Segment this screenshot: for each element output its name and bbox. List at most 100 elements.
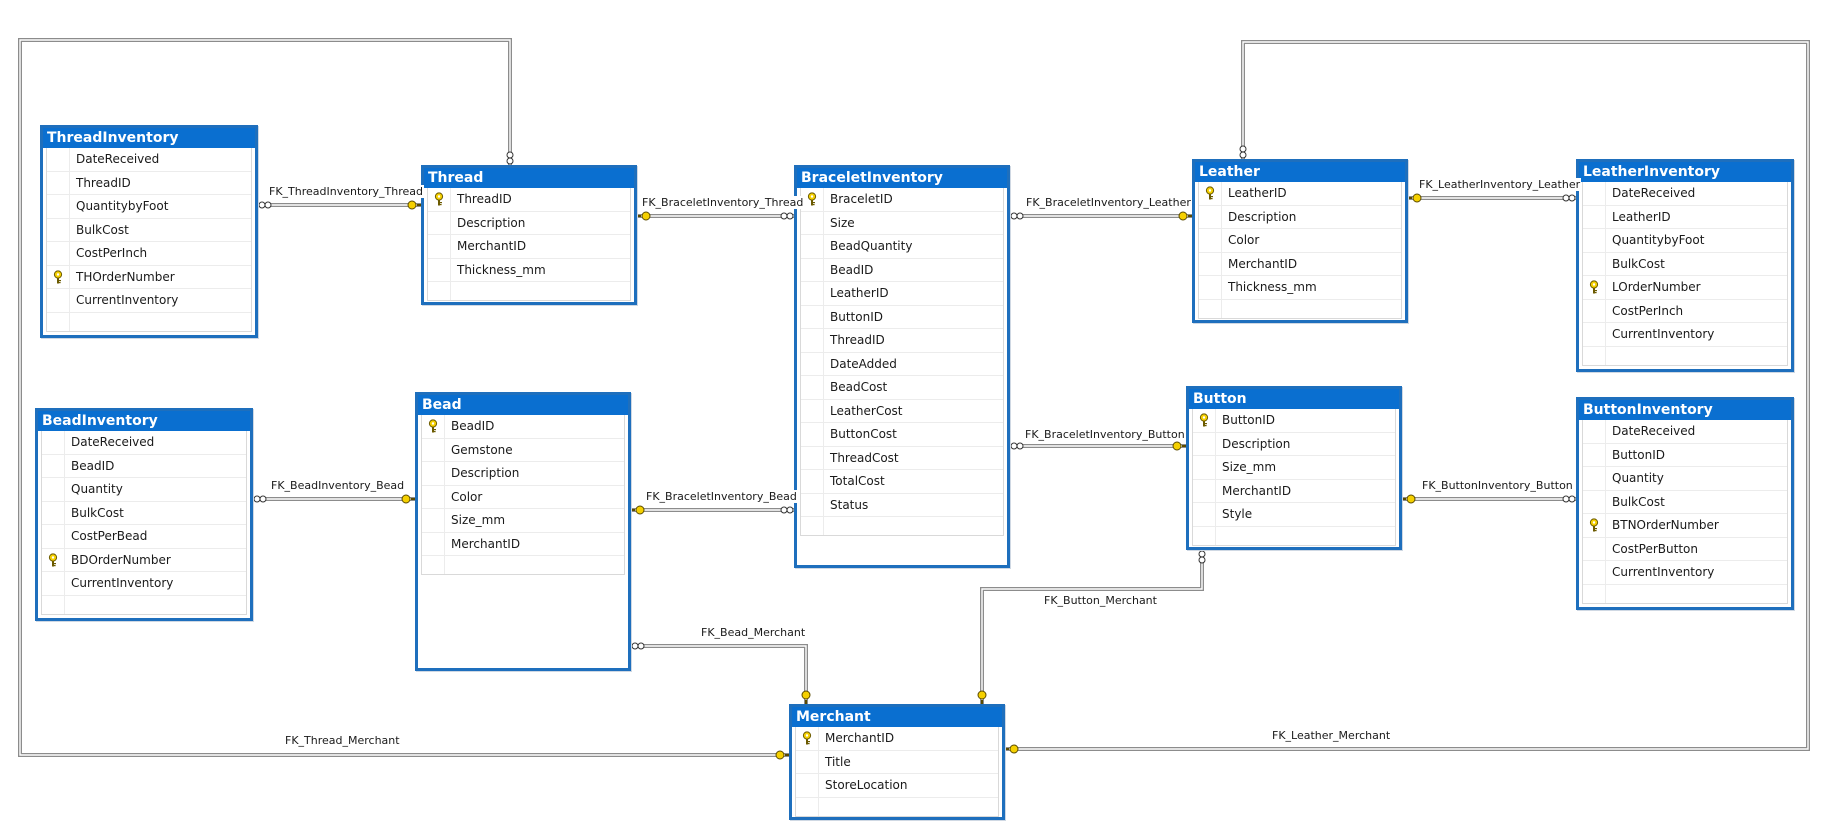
column-row[interactable]: ButtonID (801, 305, 1003, 329)
empty-column-row[interactable] (42, 595, 246, 614)
column-row[interactable]: BDOrderNumber (42, 548, 246, 572)
column-row[interactable]: QuantitybyFoot (1583, 229, 1787, 253)
relationship-fk-leather-merchant[interactable] (1005, 40, 1810, 754)
column-row[interactable]: Style (1193, 503, 1395, 527)
relationship-label[interactable]: FK_Thread_Merchant (284, 734, 401, 747)
column-row[interactable]: BeadCost (801, 376, 1003, 400)
column-row[interactable]: MerchantID (796, 727, 998, 751)
column-row[interactable]: BeadID (801, 258, 1003, 282)
column-row[interactable]: ButtonID (1193, 409, 1395, 433)
column-row[interactable]: CostPerInch (47, 242, 251, 266)
column-row[interactable]: LeatherID (1583, 205, 1787, 229)
column-row[interactable]: CostPerInch (1583, 299, 1787, 323)
column-row[interactable]: LeatherID (801, 282, 1003, 306)
relationship-label[interactable]: FK_ThreadInventory_Thread (268, 185, 425, 198)
relationship-fk-braceletinventory-button[interactable] (1010, 441, 1186, 451)
empty-column-row[interactable] (1199, 299, 1401, 318)
relationship-label[interactable]: FK_Button_Merchant (1043, 594, 1158, 607)
column-row[interactable]: Thickness_mm (428, 258, 630, 282)
column-row[interactable]: DateReceived (1583, 182, 1787, 206)
column-row[interactable]: BeadID (42, 454, 246, 478)
relationship-fk-beadinventory-bead[interactable] (253, 494, 415, 504)
column-row[interactable]: LOrderNumber (1583, 276, 1787, 300)
relationship-label[interactable]: FK_BeadInventory_Bead (270, 479, 406, 492)
table-title[interactable]: Merchant (792, 707, 1002, 727)
table-title[interactable]: ButtonInventory (1579, 400, 1791, 420)
relationship-label[interactable]: FK_BraceletInventory_Bead (645, 490, 798, 503)
column-row[interactable]: Size_mm (1193, 456, 1395, 480)
column-row[interactable]: CurrentInventory (1583, 561, 1787, 585)
table-title[interactable]: Thread (424, 168, 634, 188)
column-row[interactable]: LeatherID (1199, 182, 1401, 206)
column-row[interactable]: Color (1199, 229, 1401, 253)
table-title[interactable]: BeadInventory (38, 411, 250, 431)
column-row[interactable]: BulkCost (1583, 252, 1787, 276)
relationship-fk-thread-merchant[interactable] (18, 38, 789, 760)
column-row[interactable]: Size_mm (422, 509, 624, 533)
column-row[interactable]: CurrentInventory (42, 572, 246, 596)
empty-column-row[interactable] (1583, 584, 1787, 603)
empty-column-row[interactable] (1193, 526, 1395, 545)
column-row[interactable]: DateReceived (1583, 420, 1787, 444)
column-row[interactable]: StoreLocation (796, 774, 998, 798)
column-row[interactable]: Description (1199, 205, 1401, 229)
column-row[interactable]: TotalCost (801, 470, 1003, 494)
column-row[interactable]: Quantity (42, 478, 246, 502)
column-row[interactable]: Description (428, 211, 630, 235)
table-title[interactable]: BraceletInventory (797, 168, 1007, 188)
column-row[interactable]: BraceletID (801, 188, 1003, 212)
empty-column-row[interactable] (47, 312, 251, 331)
relationship-fk-threadinventory-thread[interactable] (258, 200, 421, 210)
column-row[interactable]: MerchantID (1193, 479, 1395, 503)
column-row[interactable]: Title (796, 750, 998, 774)
relationship-fk-leatherinventory-leather[interactable] (1408, 193, 1576, 203)
column-row[interactable]: Description (422, 462, 624, 486)
column-row[interactable]: Quantity (1583, 467, 1787, 491)
table-title[interactable]: Button (1189, 389, 1399, 409)
relationship-fk-bead-merchant[interactable] (631, 642, 811, 704)
relationship-label[interactable]: FK_BraceletInventory_Button (1024, 428, 1186, 441)
column-row[interactable]: CurrentInventory (1583, 323, 1787, 347)
relationship-fk-button-merchant[interactable] (977, 550, 1206, 704)
column-row[interactable]: Size (801, 211, 1003, 235)
column-row[interactable]: CurrentInventory (47, 289, 251, 313)
column-row[interactable]: DateAdded (801, 352, 1003, 376)
table-title[interactable]: LeatherInventory (1579, 162, 1791, 182)
column-row[interactable]: ThreadID (801, 329, 1003, 353)
column-row[interactable]: LeatherCost (801, 399, 1003, 423)
relationship-label[interactable]: FK_BraceletInventory_Thread (641, 196, 805, 209)
relationship-fk-buttoninventory-button[interactable] (1402, 494, 1576, 504)
relationship-label[interactable]: FK_ButtonInventory_Button (1421, 479, 1574, 492)
table-title[interactable]: Bead (418, 395, 628, 415)
table-title[interactable]: ThreadInventory (43, 128, 255, 148)
column-row[interactable]: BTNOrderNumber (1583, 514, 1787, 538)
column-row[interactable]: Description (1193, 432, 1395, 456)
relationship-fk-braceletinventory-thread[interactable] (637, 211, 794, 221)
column-row[interactable]: BulkCost (42, 501, 246, 525)
column-row[interactable]: MerchantID (1199, 252, 1401, 276)
table-title[interactable]: Leather (1195, 162, 1405, 182)
relationship-fk-braceletinventory-leather[interactable] (1010, 211, 1192, 221)
column-row[interactable]: ThreadID (47, 171, 251, 195)
column-row[interactable]: QuantitybyFoot (47, 195, 251, 219)
column-row[interactable]: BulkCost (1583, 490, 1787, 514)
column-row[interactable]: CostPerBead (42, 525, 246, 549)
empty-column-row[interactable] (422, 556, 624, 574)
empty-column-row[interactable] (428, 282, 630, 300)
empty-column-row[interactable] (796, 797, 998, 816)
column-row[interactable]: Thickness_mm (1199, 276, 1401, 300)
column-row[interactable]: Gemstone (422, 438, 624, 462)
column-row[interactable]: DateReceived (42, 431, 246, 455)
empty-column-row[interactable] (801, 517, 1003, 535)
relationship-label[interactable]: FK_LeatherInventory_Leather (1418, 178, 1582, 191)
relationship-label[interactable]: FK_Bead_Merchant (700, 626, 807, 639)
column-row[interactable]: ButtonID (1583, 443, 1787, 467)
